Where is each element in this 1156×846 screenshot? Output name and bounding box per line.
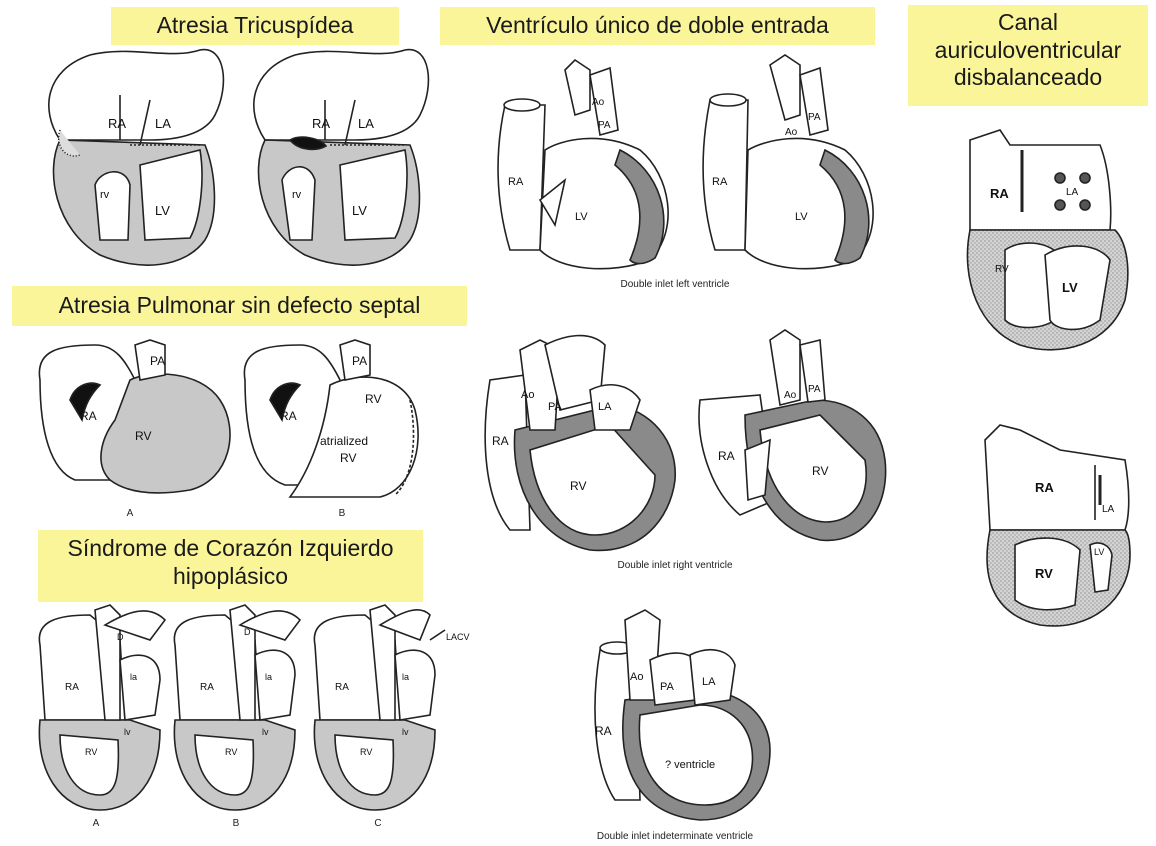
tricuspid-atresia-heart-1	[49, 50, 224, 266]
label-rv: RV	[340, 451, 356, 465]
label-lv-small: lv	[262, 727, 269, 737]
label-rv-small: rv	[100, 189, 110, 201]
label-ra: RA	[718, 449, 735, 463]
label-rv: RV	[570, 479, 586, 493]
dirv-heart-1	[485, 336, 675, 551]
label-la: LA	[702, 676, 716, 688]
label-lacv: LACV	[446, 632, 470, 642]
label-ra: RA	[200, 682, 214, 693]
label-pa: PA	[660, 681, 675, 693]
label-rv: RV	[995, 264, 1009, 275]
label-ra: RA	[65, 682, 79, 693]
label-rv: RV	[812, 464, 828, 478]
label-la-small: la	[265, 672, 272, 682]
label-pa: PA	[548, 401, 563, 413]
hlhs-heart-c	[314, 605, 445, 810]
label-lv: LV	[575, 211, 588, 223]
label-lv-small: lv	[124, 727, 131, 737]
label-d: D	[117, 632, 124, 642]
label-la: LA	[1066, 187, 1079, 198]
label-lv-small: lv	[402, 727, 409, 737]
label-rv: RV	[1035, 566, 1053, 581]
label-pa: PA	[808, 384, 821, 395]
label-indeterminate-ventricle: ? ventricle	[665, 759, 715, 771]
pulmonary-atresia-heart-a	[39, 340, 230, 493]
label-la: LA	[598, 401, 612, 413]
dirv-heart-2	[699, 330, 886, 540]
label-la: LA	[155, 116, 171, 131]
label-rv-small: rv	[292, 189, 302, 201]
label-ra: RA	[595, 724, 612, 738]
label-lv: LV	[352, 203, 367, 218]
diiv-heart	[595, 610, 770, 820]
label-rv: RV	[225, 747, 237, 757]
label-ra: RA	[712, 176, 728, 188]
label-ra: RA	[335, 682, 349, 693]
av-canal-left-dominant	[967, 130, 1127, 350]
tricuspid-atresia-heart-2	[254, 50, 429, 266]
label-pa: PA	[598, 120, 611, 131]
label-ao: Ao	[630, 671, 643, 683]
label-ra: RA	[508, 176, 524, 188]
label-rv: RV	[135, 429, 151, 443]
label-lv: LV	[155, 203, 170, 218]
label-la: LA	[1102, 504, 1115, 515]
label-pa: PA	[808, 112, 821, 123]
label-la-small: la	[130, 672, 137, 682]
label-rv: RV	[365, 392, 381, 406]
label-ra: RA	[80, 409, 97, 423]
label-ra: RA	[990, 186, 1009, 201]
label-ra: RA	[1035, 480, 1054, 495]
dilv-heart-2	[703, 55, 873, 269]
label-ra: RA	[492, 434, 509, 448]
label-d: D	[244, 627, 251, 637]
label-rv: RV	[360, 747, 372, 757]
pulmonary-atresia-heart-b	[244, 340, 418, 497]
label-ao: Ao	[592, 97, 605, 108]
hlhs-heart-b	[174, 605, 300, 810]
label-lv: LV	[1094, 547, 1104, 557]
label-la: LA	[358, 116, 374, 131]
av-canal-right-dominant	[985, 425, 1130, 626]
label-pa: PA	[352, 354, 367, 368]
label-atrialized: atrialized	[320, 434, 368, 448]
dilv-heart-1	[498, 60, 668, 269]
label-ra: RA	[312, 116, 330, 131]
label-ra: RA	[280, 409, 297, 423]
label-pa: PA	[150, 354, 165, 368]
label-rv: RV	[85, 747, 97, 757]
label-la-small: la	[402, 672, 409, 682]
label-lv: LV	[795, 211, 808, 223]
label-ra: RA	[108, 116, 126, 131]
label-lv: LV	[1062, 280, 1078, 295]
label-ao: Ao	[785, 127, 798, 138]
label-ao: Ao	[784, 390, 797, 401]
hlhs-heart-a	[39, 605, 165, 810]
label-ao: Ao	[521, 389, 534, 401]
